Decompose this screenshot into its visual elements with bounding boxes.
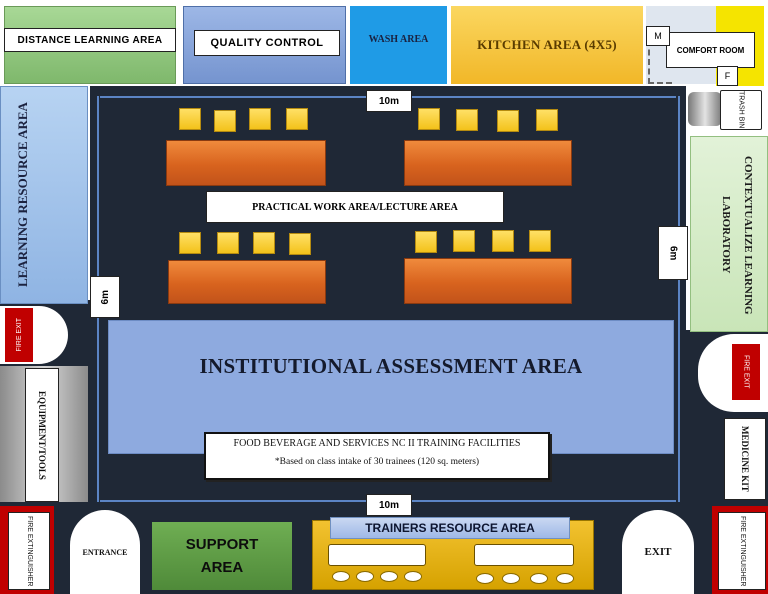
chair — [249, 108, 271, 130]
comfort-room-label: COMFORT ROOM — [666, 32, 755, 68]
chair — [253, 232, 275, 254]
left-dimension-box: 6m — [90, 276, 120, 318]
chair — [179, 108, 201, 130]
comfort-room-male: M — [646, 26, 670, 46]
trainer-seat — [332, 571, 350, 582]
chair — [418, 108, 440, 130]
right-fire-exit-label: FIRE EXIT — [742, 355, 750, 389]
comfort-room-door-swing — [648, 40, 672, 84]
quality-control-label: QUALITY CONTROL — [194, 30, 340, 56]
trash-bin-icon — [688, 92, 722, 126]
trainer-seat — [404, 571, 422, 582]
right-fire-exit-sign: FIRE EXIT — [732, 344, 760, 400]
facility-note: *Based on class intake of 30 trainees (1… — [274, 457, 480, 467]
comfort-room-female: F — [717, 66, 738, 86]
chair — [492, 230, 514, 252]
chair — [536, 109, 558, 131]
left-fire-extinguisher-box: FIRE EXTINGUISHER — [8, 512, 50, 590]
learning-resource-area: LEARNING RESOURCE AREA — [0, 86, 88, 304]
distance-learning-label: DISTANCE LEARNING AREA — [4, 28, 176, 52]
practical-work-label: PRACTICAL WORK AREA/LECTURE AREA — [206, 191, 504, 223]
chair — [529, 230, 551, 252]
medicine-kit-box: MEDICINE KIT — [724, 418, 766, 500]
institutional-assessment-area — [108, 320, 674, 454]
chair — [179, 232, 201, 254]
equipment-tools-label: EQUIPMENT/TOOLS — [37, 390, 47, 480]
trash-bin-area: TRASH BIN — [688, 90, 764, 130]
facility-info-box: FOOD BEVERAGE AND SERVICES NC II TRAININ… — [204, 432, 550, 480]
left-dimension-label: 6m — [99, 289, 111, 305]
right-fire-extinguisher-box: FIRE EXTINGUISHER — [718, 512, 766, 590]
left-fire-exit-label: FIRE EXIT — [15, 318, 23, 352]
chair — [286, 108, 308, 130]
trainer-seat — [556, 573, 574, 584]
chair — [453, 230, 475, 252]
training-table — [168, 260, 326, 304]
trash-bin-box: TRASH BIN — [720, 90, 762, 130]
training-table — [166, 140, 326, 186]
right-fire-extinguisher-label: FIRE EXTINGUISHER — [739, 515, 746, 587]
facility-title: FOOD BEVERAGE AND SERVICES NC II TRAININ… — [233, 438, 521, 449]
chair — [214, 110, 236, 132]
kitchen-area: KITCHEN AREA (4X5) — [451, 6, 643, 84]
chair — [415, 231, 437, 253]
chair — [497, 110, 519, 132]
trainer-seat — [356, 571, 374, 582]
bottom-dimension-label: 10m — [366, 494, 412, 516]
trainers-desk-left — [328, 544, 426, 566]
training-table — [404, 140, 572, 186]
trainer-seat — [502, 573, 520, 584]
chair — [456, 109, 478, 131]
left-fire-exit-sign: FIRE EXIT — [5, 308, 33, 362]
trainers-desk-right — [474, 544, 574, 566]
chair — [289, 233, 311, 255]
support-area: SUPPORT AREA — [152, 522, 292, 590]
trainer-seat — [530, 573, 548, 584]
contextualize-lab-label: CONTEXTUALIZE LEARNING LABORATORY — [720, 155, 754, 315]
entrance: ENTRANCE — [70, 510, 140, 594]
right-dimension-line — [678, 96, 680, 502]
right-dimension-label: 6m — [667, 245, 679, 261]
wash-area: WASH AREA — [350, 6, 447, 84]
equipment-tools-box: EQUIPMENT/TOOLS — [25, 368, 59, 502]
trainer-seat — [476, 573, 494, 584]
chair — [217, 232, 239, 254]
medicine-kit-label: MEDICINE KIT — [740, 426, 750, 492]
learning-resource-label: LEARNING RESOURCE AREA — [15, 102, 30, 288]
trainers-resource-label: TRAINERS RESOURCE AREA — [330, 517, 570, 539]
left-fire-extinguisher-label: FIRE EXTINGUISHER — [26, 515, 33, 587]
assessment-title: INSTITUTIONAL ASSESSMENT AREA — [199, 354, 583, 378]
exit: EXIT — [622, 510, 694, 594]
training-table — [404, 258, 572, 304]
trainer-seat — [380, 571, 398, 582]
contextualize-lab: CONTEXTUALIZE LEARNING LABORATORY — [690, 136, 768, 332]
trash-bin-label: TRASH BIN — [737, 91, 745, 129]
right-dimension-box: 6m — [658, 226, 688, 280]
top-dimension-label: 10m — [366, 90, 412, 112]
